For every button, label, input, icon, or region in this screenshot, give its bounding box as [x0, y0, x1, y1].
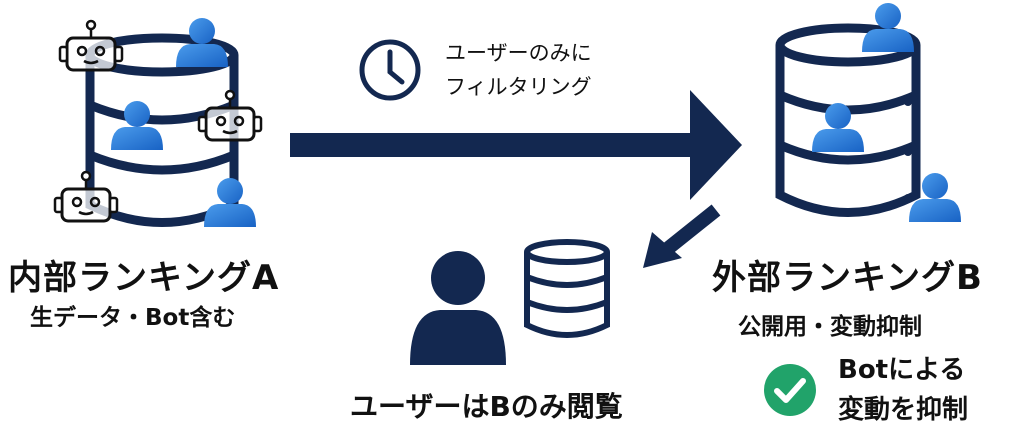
- benefit-line2: 変動を抑制: [838, 395, 969, 425]
- user-icon: [204, 178, 256, 227]
- filter-note: ユーザーのみに フィルタリング: [445, 36, 592, 104]
- external-ranking-subtitle: 公開用・変動抑制: [738, 314, 922, 340]
- robot-icon: [197, 89, 263, 142]
- robot-icon: [58, 19, 124, 72]
- filter-note-line2: フィルタリング: [445, 75, 592, 99]
- check-circle-icon: [764, 364, 816, 416]
- small-database-icon: [524, 239, 610, 338]
- database-indicator-dots: [904, 98, 912, 202]
- benefit-text: Botによる 変動を抑制: [838, 350, 968, 430]
- external-ranking-title: 外部ランキングB: [712, 258, 983, 298]
- clock-icon: [359, 39, 421, 101]
- filter-note-line1: ユーザーのみに: [445, 41, 592, 65]
- view-arrow: [643, 204, 721, 268]
- internal-ranking-title: 内部ランキングA: [8, 258, 280, 298]
- internal-ranking-subtitle: 生データ・Bot含む: [30, 305, 236, 331]
- benefit-line1: Botによる: [838, 355, 966, 385]
- user-caption: ユーザーはBのみ閲覧: [350, 390, 623, 423]
- robot-icon: [53, 170, 119, 223]
- filter-arrow: [290, 90, 742, 200]
- user-icon: [111, 101, 163, 150]
- viewer-user-icon: [410, 251, 506, 365]
